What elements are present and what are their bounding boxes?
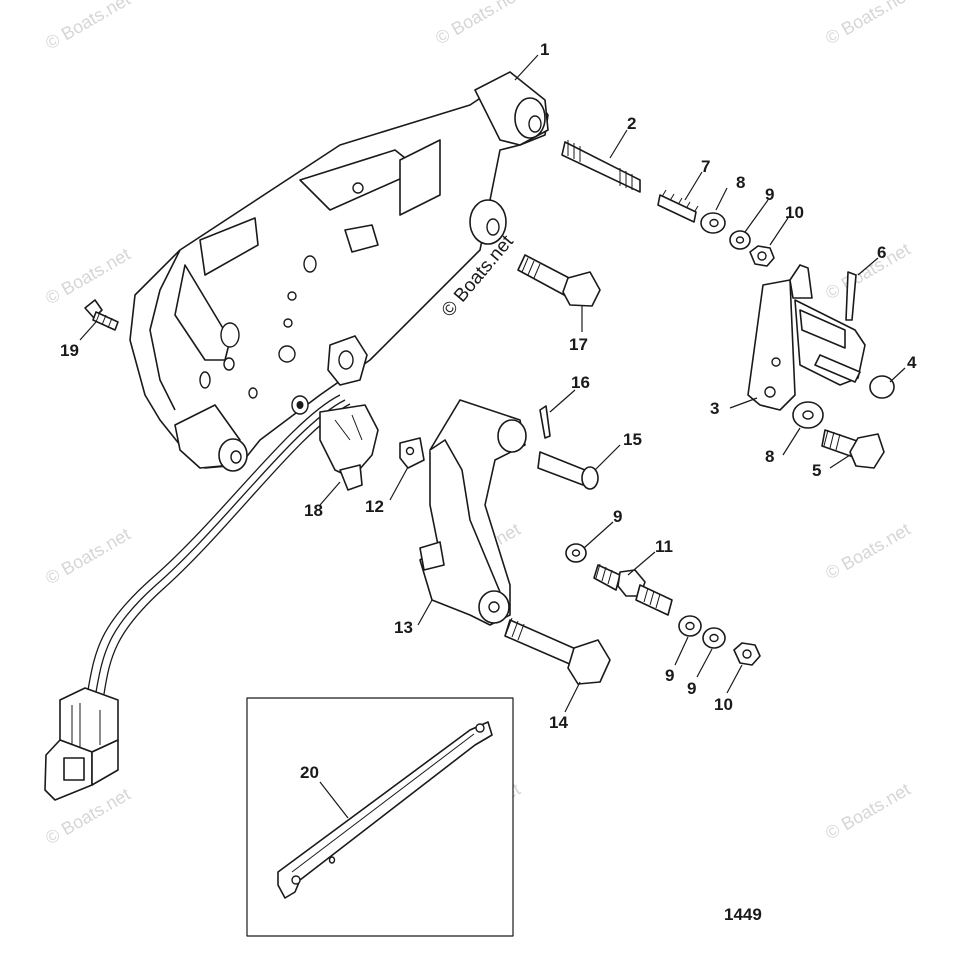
flat-washer — [565, 543, 587, 563]
callout-4: 4 — [907, 353, 917, 372]
callout-3: 3 — [710, 399, 719, 418]
callout-7: 7 — [701, 157, 710, 176]
shift-link-arm — [419, 399, 527, 626]
callout-5: 5 — [812, 461, 821, 480]
flat-washer — [729, 230, 751, 250]
flat-washer — [702, 627, 726, 649]
watermark: © Boats.net — [432, 0, 524, 48]
shift-lever-bracket — [747, 264, 866, 411]
watermark: © Boats.net — [42, 244, 134, 308]
screw — [84, 299, 119, 331]
watermark: © Boats.net — [822, 239, 914, 303]
spring — [657, 189, 699, 223]
hex-bolt — [821, 429, 885, 469]
flat-washer — [678, 615, 702, 637]
callout-12: 12 — [365, 497, 384, 516]
callout-8: 8 — [736, 173, 745, 192]
callout-16: 16 — [571, 373, 590, 392]
callout-10: 10 — [714, 695, 733, 714]
tool-inset-box — [246, 697, 514, 937]
cotter-pin — [845, 271, 857, 321]
callout-11: 11 — [655, 537, 673, 556]
shoulder-bolt — [504, 617, 611, 685]
watermark: © Boats.net — [42, 524, 134, 588]
watermark: © Boats.net — [822, 0, 914, 48]
callout-6: 6 — [877, 243, 886, 262]
callout-20: 20 — [300, 763, 319, 782]
shift-pin-stud — [561, 140, 641, 193]
callout-10: 10 — [785, 203, 804, 222]
callout-8: 8 — [765, 447, 774, 466]
watermark: © Boats.net — [822, 779, 914, 843]
callout-19: 19 — [60, 341, 79, 360]
callout-2: 2 — [627, 114, 636, 133]
cotter-pin — [539, 405, 551, 439]
figure-reference-number: 1449 — [724, 905, 762, 924]
sensor-clip — [399, 437, 425, 469]
callout-18: 18 — [304, 501, 323, 520]
wire-harness — [44, 394, 351, 801]
callout-9: 9 — [765, 185, 774, 204]
clevis-pin — [537, 451, 599, 490]
callout-15: 15 — [623, 430, 642, 449]
hex-bolt — [517, 254, 601, 307]
position-sensor — [319, 404, 379, 491]
callout-9: 9 — [665, 666, 674, 685]
wire-connector-plug — [44, 687, 119, 801]
hex-nut — [733, 642, 761, 666]
callout-17: 17 — [569, 335, 588, 354]
threaded-stud — [593, 563, 673, 616]
callout-14: 14 — [549, 713, 568, 732]
callout-13: 13 — [394, 618, 413, 637]
callout-9: 9 — [613, 507, 622, 526]
watermark: © Boats.net — [42, 0, 134, 53]
flat-washer — [792, 401, 824, 429]
shift-bracket-plate — [129, 71, 549, 472]
callout-labels: 1 2 7 8 9 10 6 4 3 8 5 17 16 15 12 18 9 … — [60, 40, 917, 782]
callout-9: 9 — [687, 679, 696, 698]
hex-nut — [749, 245, 775, 267]
callout-1: 1 — [540, 40, 549, 59]
alignment-tool — [277, 721, 493, 899]
end-cap — [869, 375, 895, 399]
leader-lines — [79, 54, 906, 819]
flat-washer — [700, 212, 726, 234]
watermark: © Boats.net — [822, 519, 914, 583]
